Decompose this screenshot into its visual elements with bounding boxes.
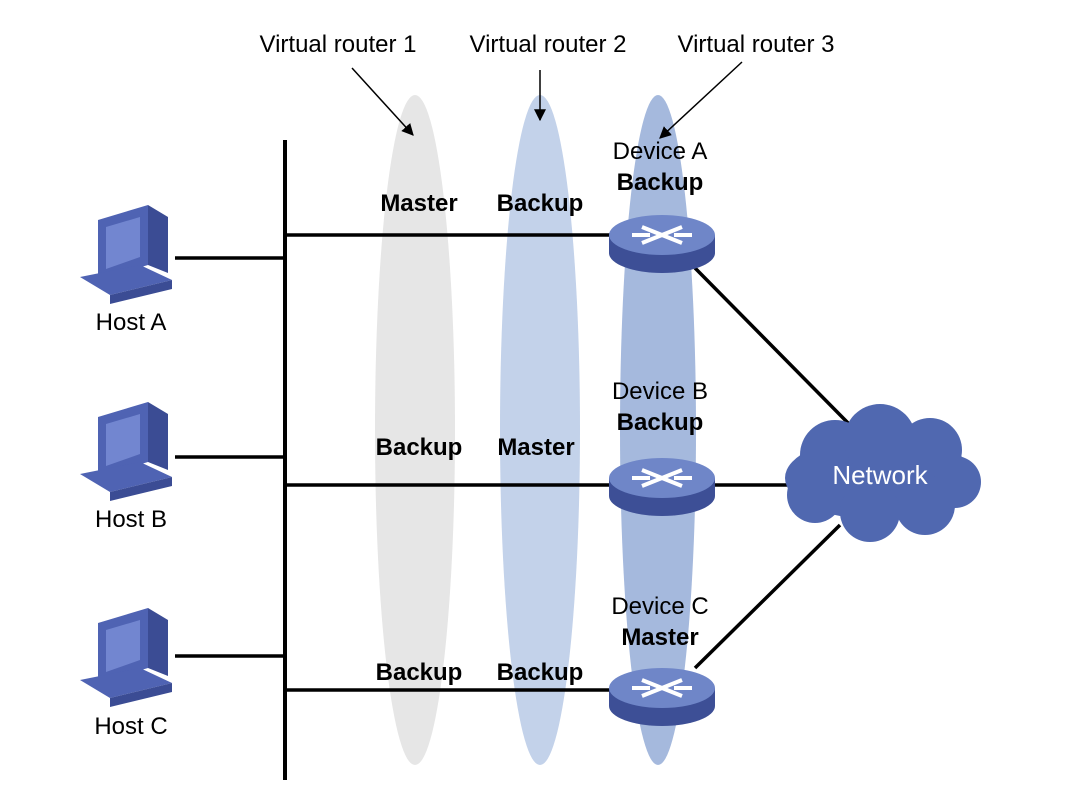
device-c-vr2-role: Backup — [497, 659, 584, 686]
host-b-label: Host B — [95, 506, 167, 533]
device-b-vr2-role: Master — [497, 434, 574, 461]
network-label: Network — [832, 460, 928, 490]
virtual-router-2-region — [500, 95, 580, 765]
virtual-router-2-label: Virtual router 2 — [470, 31, 627, 58]
host-a-desktop-computer-icon — [80, 205, 172, 304]
device-c-name: Device C — [611, 593, 708, 620]
virtual-router-3-arrow — [659, 61, 743, 139]
host-a-label: Host A — [96, 309, 167, 336]
host-c-desktop-computer-icon — [80, 608, 172, 707]
device-a-network-link — [693, 266, 852, 427]
device-a-vr2-role: Backup — [497, 190, 584, 217]
device-b-role: Backup — [617, 409, 704, 436]
device-a-role: Backup — [617, 169, 704, 196]
device-a-router-icon — [609, 215, 715, 273]
device-c-network-link — [693, 523, 842, 670]
device-a-vr1-role: Master — [380, 190, 457, 217]
device-c-role: Master — [621, 624, 698, 651]
host-b-desktop-computer-icon — [80, 402, 172, 501]
device-c-vr1-role: Backup — [376, 659, 463, 686]
device-c-router-icon — [609, 668, 715, 726]
virtual-router-1-region — [375, 95, 455, 765]
virtual-router-1-arrow — [351, 67, 414, 136]
virtual-router-3-label: Virtual router 3 — [678, 31, 835, 58]
device-b-router-icon — [609, 458, 715, 516]
virtual-router-1-label: Virtual router 1 — [260, 31, 417, 58]
device-a-name: Device A — [613, 138, 708, 165]
device-b-name: Device B — [612, 378, 708, 405]
host-c-label: Host C — [94, 713, 167, 740]
cloud-icon — [785, 404, 981, 542]
device-b-vr1-role: Backup — [376, 434, 463, 461]
